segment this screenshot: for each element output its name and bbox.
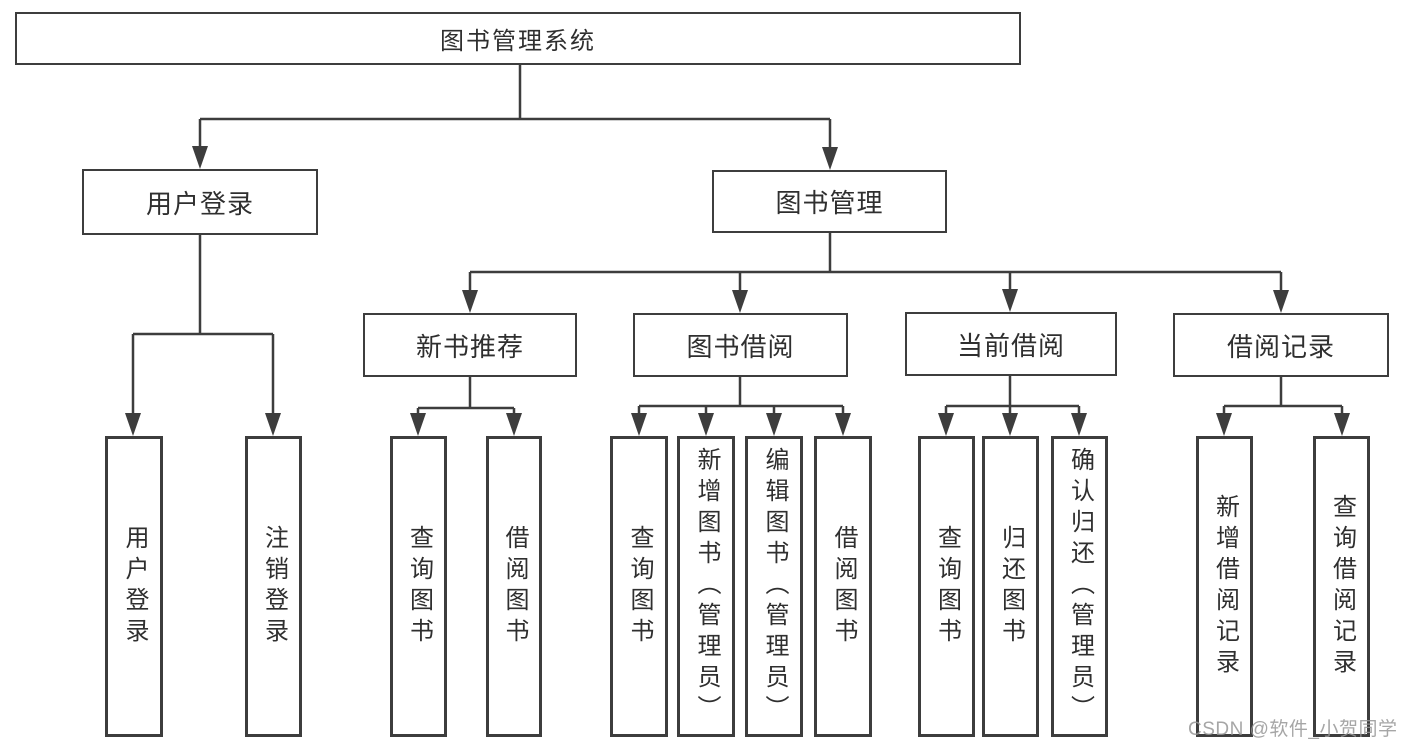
- arrowheads: [125, 146, 1350, 436]
- leaf-borrow-books: 借阅图书: [814, 436, 872, 737]
- leaf-edit-books-admin-label: 编辑图书（管理员）: [761, 447, 788, 726]
- leaf-edit-books-admin: 编辑图书（管理员）: [745, 436, 803, 737]
- node-borrowing-records: 借阅记录: [1173, 313, 1389, 377]
- node-root: 图书管理系统: [15, 12, 1021, 65]
- leaf-logout-label: 注销登录: [260, 524, 288, 649]
- leaf-query-books-recommendation-label: 查询图书: [405, 524, 433, 649]
- node-user-login: 用户登录: [82, 169, 318, 235]
- csdn-watermark: CSDN @软件_小贺同学: [1188, 719, 1398, 740]
- leaf-return-books-label: 归还图书: [997, 524, 1025, 649]
- leaf-confirm-return-admin-label: 确认归还（管理员）: [1066, 447, 1094, 726]
- leaf-borrow-books-recommendation-label: 借阅图书: [501, 524, 528, 649]
- node-root-label: 图书管理系统: [440, 28, 596, 55]
- leaf-query-borrowing-record: 查询借阅记录: [1313, 436, 1370, 737]
- node-user-login-label: 用户登录: [145, 188, 254, 219]
- node-book-management: 图书管理: [712, 170, 947, 233]
- leaf-query-books-borrowing-label: 查询图书: [626, 524, 653, 649]
- leaf-query-books-recommendation: 查询图书: [390, 436, 447, 737]
- leaf-borrow-books-label: 借阅图书: [830, 524, 857, 649]
- leaf-borrow-books-recommendation: 借阅图书: [486, 436, 542, 737]
- leaf-add-borrowing-record-label: 新增借阅记录: [1211, 493, 1239, 680]
- node-new-book-recommendation: 新书推荐: [363, 313, 577, 377]
- leaf-confirm-return-admin: 确认归还（管理员）: [1051, 436, 1108, 737]
- leaf-add-books-admin: 新增图书（管理员）: [677, 436, 735, 737]
- node-new-book-recommendation-label: 新书推荐: [415, 331, 524, 362]
- leaf-user-login: 用户登录: [105, 436, 163, 737]
- leaf-user-login-label: 用户登录: [121, 524, 148, 649]
- node-current-borrowing: 当前借阅: [905, 312, 1117, 376]
- leaf-query-borrowing-record-label: 查询借阅记录: [1328, 493, 1356, 680]
- leaf-query-books-borrowing: 查询图书: [610, 436, 668, 737]
- node-borrowing-records-label: 借阅记录: [1226, 331, 1335, 362]
- leaf-logout: 注销登录: [245, 436, 302, 737]
- leaf-query-books-current: 查询图书: [918, 436, 975, 737]
- leaf-query-books-current-label: 查询图书: [933, 524, 961, 649]
- leaf-add-borrowing-record: 新增借阅记录: [1196, 436, 1253, 737]
- leaf-return-books: 归还图书: [982, 436, 1039, 737]
- leaf-add-books-admin-label: 新增图书（管理员）: [693, 447, 720, 726]
- node-book-management-label: 图书管理: [775, 188, 884, 218]
- node-book-borrowing-label: 图书借阅: [686, 331, 795, 362]
- node-book-borrowing: 图书借阅: [633, 313, 848, 377]
- node-current-borrowing-label: 当前借阅: [956, 330, 1065, 361]
